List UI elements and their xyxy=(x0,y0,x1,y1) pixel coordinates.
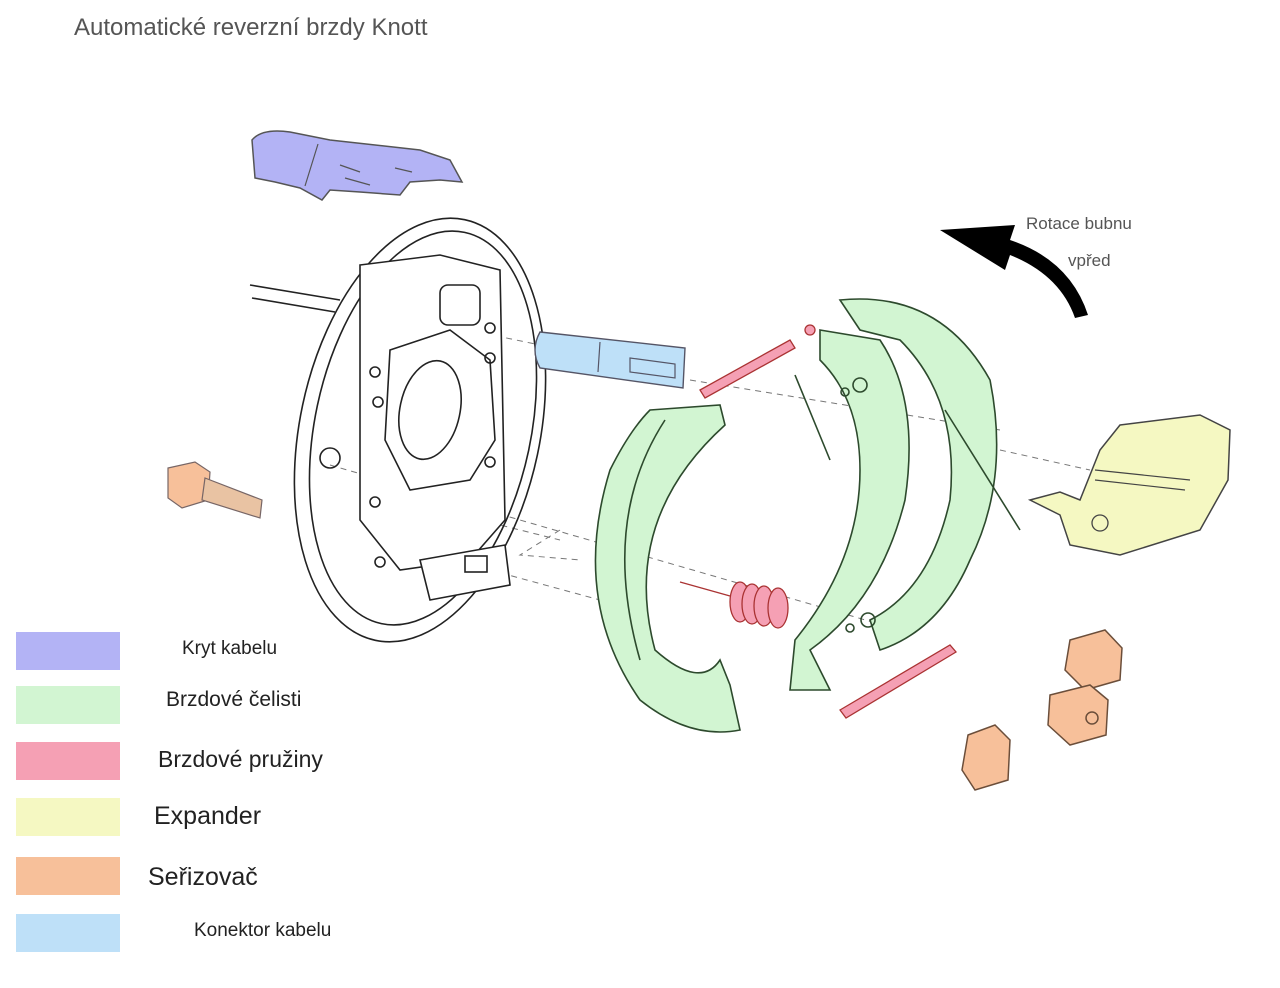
legend-swatch-brake-shoes xyxy=(16,686,120,724)
cable-connector-part xyxy=(534,331,686,389)
rotation-label-line1: Rotace bubnu xyxy=(1026,214,1132,233)
expander-part xyxy=(1027,414,1231,556)
legend-label: Kryt kabelu xyxy=(182,638,278,659)
adjuster-bolt-part xyxy=(167,461,263,519)
legend-item: Brzdové pružiny xyxy=(16,742,416,782)
backing-plate-part xyxy=(249,217,547,643)
adjuster-blocks-part xyxy=(961,629,1123,791)
legend-item: Kryt kabelu xyxy=(16,632,416,672)
legend-item: Brzdové čelisti xyxy=(16,686,416,726)
legend-swatch-adjuster xyxy=(16,857,120,895)
legend-swatch-cable-cover xyxy=(16,632,120,670)
legend-item: Konektor kabelu xyxy=(16,914,416,954)
diagram-title: Automatické reverzní brzdy Knott xyxy=(74,14,428,41)
legend-swatch-cable-connector xyxy=(16,914,120,952)
legend-label: Konektor kabelu xyxy=(194,920,332,941)
legend-item: Seřizovač xyxy=(16,857,416,897)
legend-label: Seřizovač xyxy=(148,863,258,891)
cable-cover-part xyxy=(251,130,464,201)
legend-swatch-expander xyxy=(16,798,120,836)
brake-springs-part xyxy=(679,324,957,719)
rotation-arrow-icon xyxy=(940,225,1088,318)
rotation-label-line2: vpřed xyxy=(1068,251,1111,270)
brake-shoes-part xyxy=(594,298,1021,733)
legend-label: Brzdové čelisti xyxy=(166,688,302,711)
legend-item: Expander xyxy=(16,798,416,838)
legend-swatch-brake-springs xyxy=(16,742,120,780)
legend-label: Expander xyxy=(154,802,262,830)
legend-label: Brzdové pružiny xyxy=(158,746,323,772)
